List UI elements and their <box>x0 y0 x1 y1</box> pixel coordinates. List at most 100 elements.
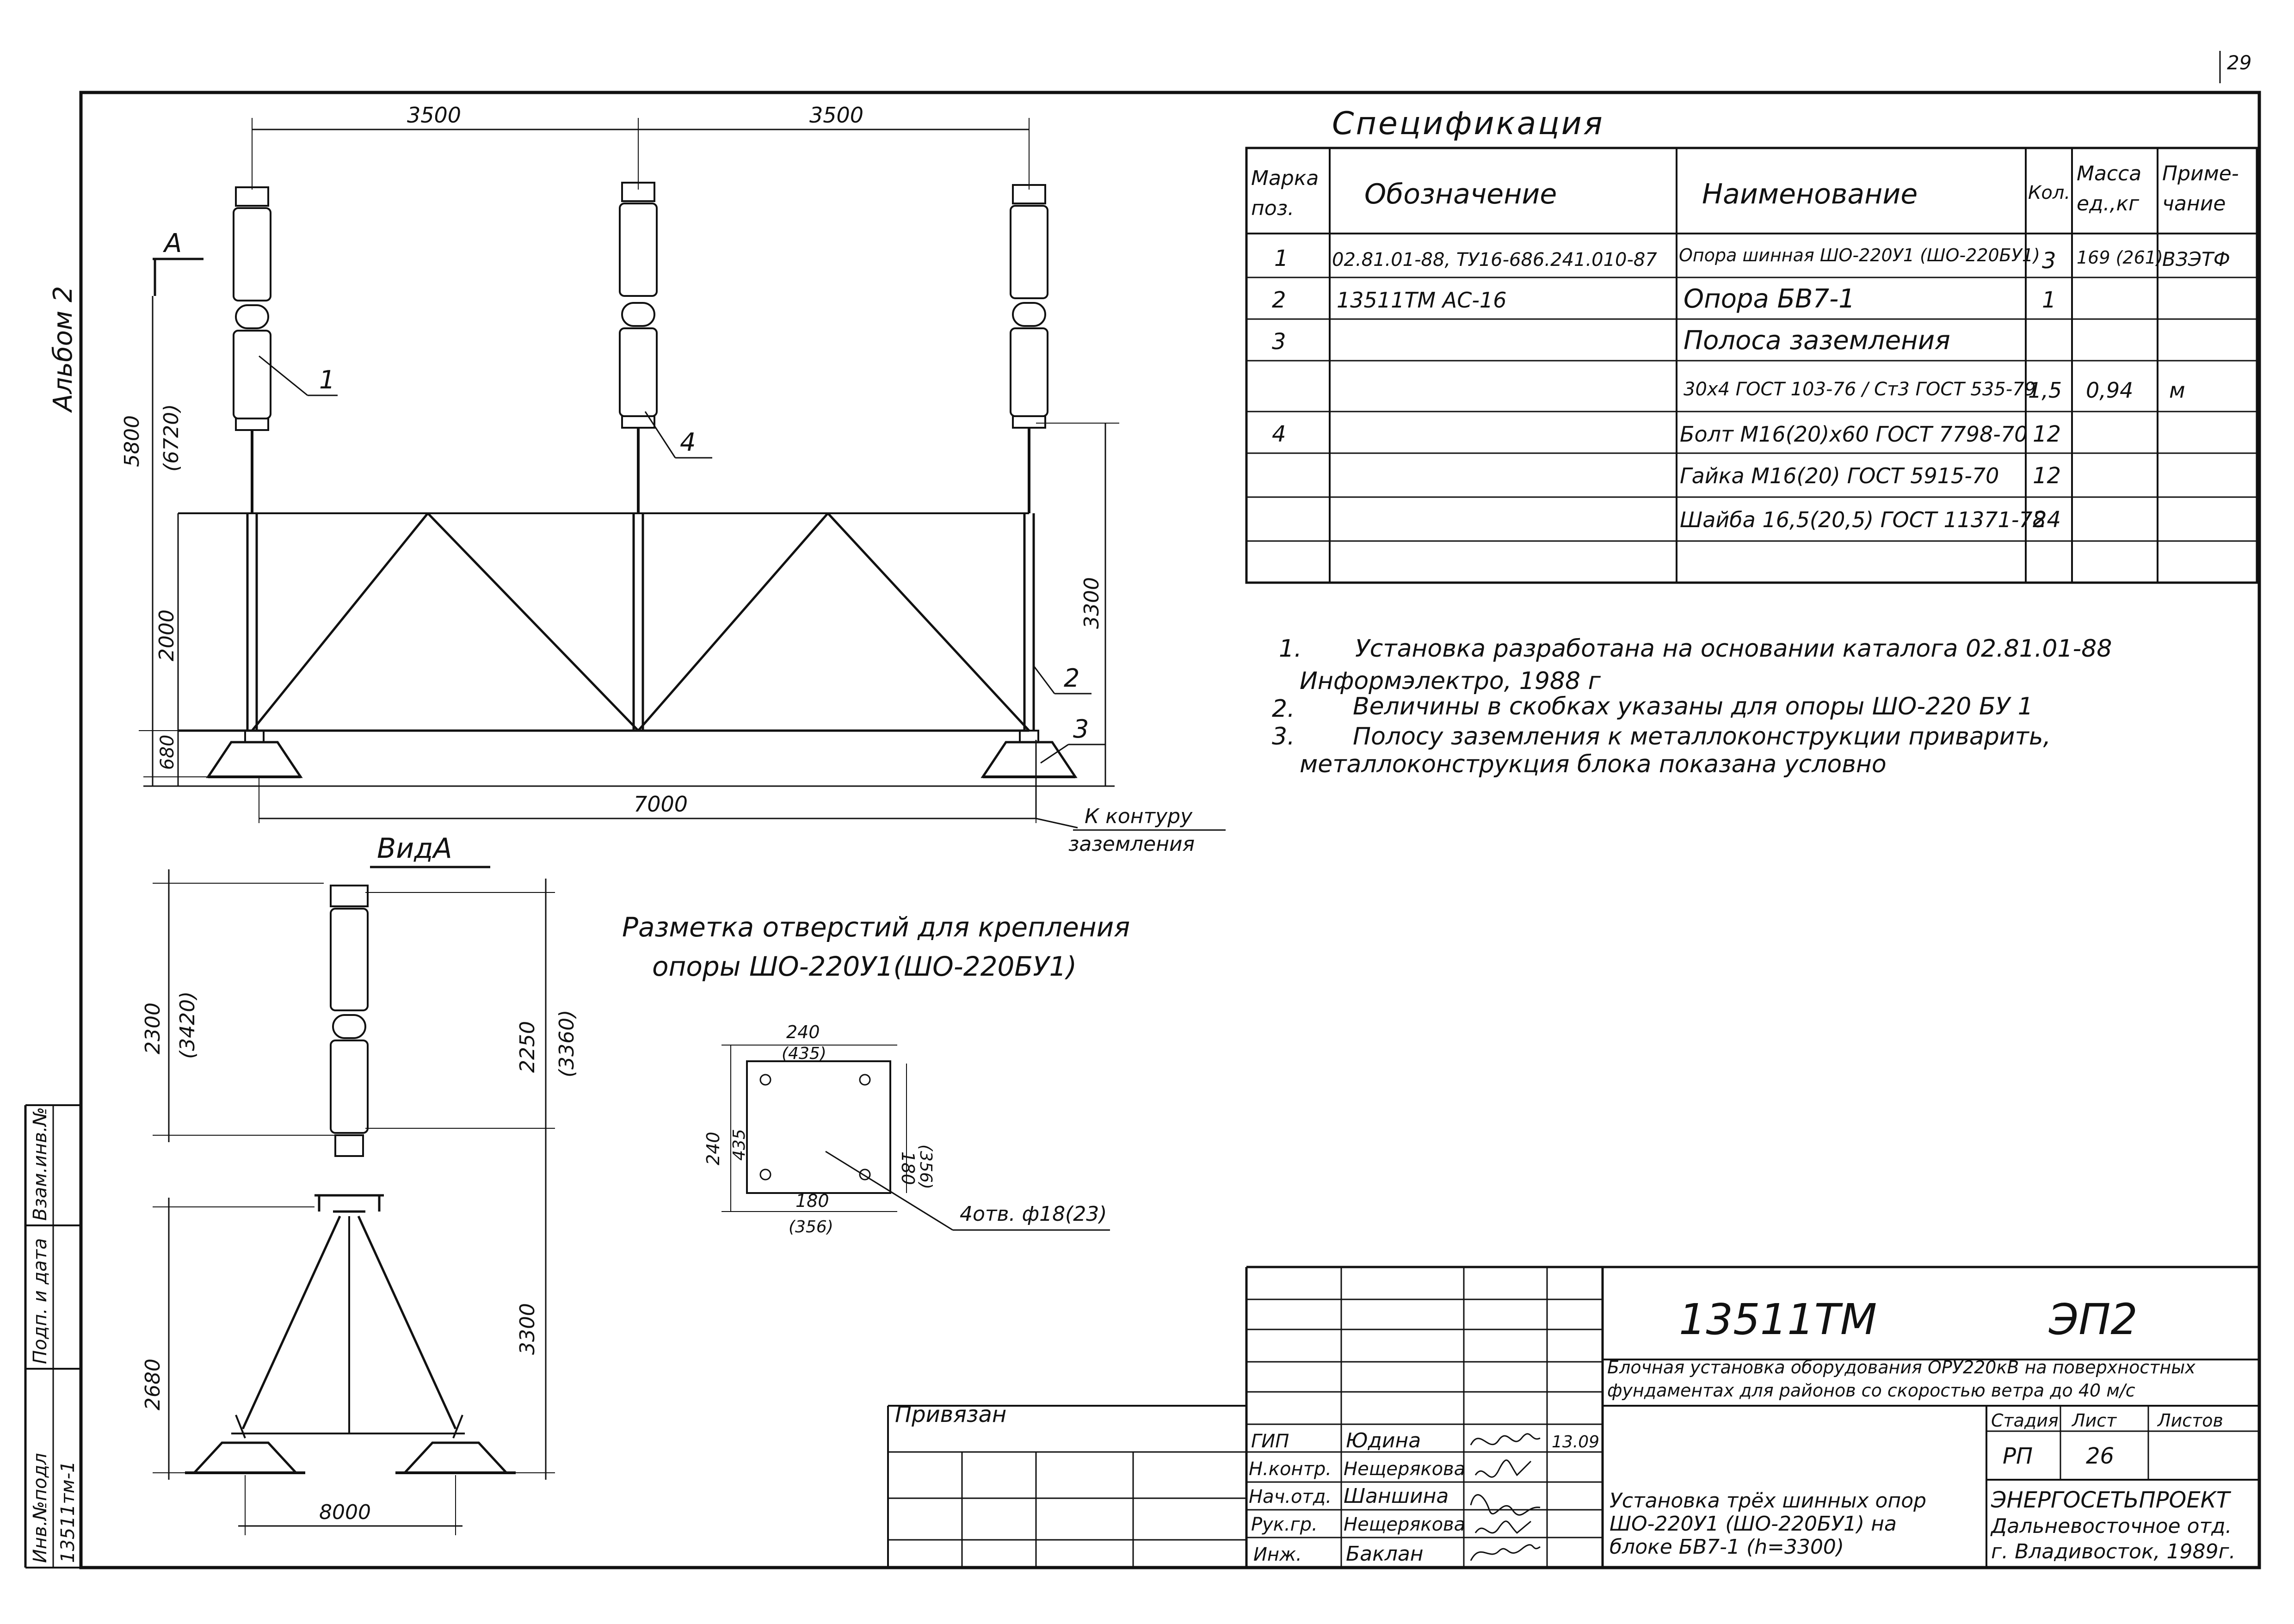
spec-title: Спецификация <box>1332 105 1604 142</box>
spec-header-mass-1: Масса <box>2077 162 2141 185</box>
spec-row7-qty: 24 <box>2033 507 2061 533</box>
view-a-drawing: ВидА <box>141 832 579 1535</box>
spec-row6-qty: 12 <box>2033 463 2061 489</box>
spec-header-pos-2: поз. <box>1251 197 1294 220</box>
stamp-podp-data: Подп. и дата <box>30 1238 51 1364</box>
staff-gip-name: Юдина <box>1346 1429 1421 1452</box>
sheets-label: Листов <box>2157 1410 2223 1431</box>
page-number: 29 <box>2227 51 2251 74</box>
note-3-num: 3. <box>1272 723 1295 750</box>
dim-3500-left: 3500 <box>407 103 461 128</box>
org-department: Дальневосточное отд. <box>1990 1514 2232 1538</box>
drawing-title-line1: Установка трёх шинных опор <box>1610 1489 1926 1513</box>
drawing-title-line2: ШО-220У1 (ШО-220БУ1) на <box>1610 1512 1897 1536</box>
holes-dim-bottom: 180 <box>796 1191 829 1211</box>
callout-2: 2 <box>1064 664 1079 693</box>
dim-3420: (3420) <box>176 991 199 1059</box>
staff-nachotd-role: Нач.отд. <box>1249 1486 1332 1507</box>
spec-row5-qty: 12 <box>2033 421 2061 447</box>
drawing-title-line3: блоке БВ7-1 (h=3300) <box>1610 1535 1844 1559</box>
stamp-vzam-inv: Взам.инв.№ <box>30 1107 51 1221</box>
stamp-inv-podl-value: 13511тм-1 <box>57 1461 79 1563</box>
dim-2000: 2000 <box>155 609 179 661</box>
dim-7000: 7000 <box>634 792 688 817</box>
note-1-num: 1. <box>1279 635 1302 663</box>
holes-dim-top: 240 <box>786 1022 820 1042</box>
truss-frame <box>178 512 1035 732</box>
spec-row6-name: Гайка М16(20) ГОСТ 5915-70 <box>1680 463 1999 488</box>
dim-3360: (3360) <box>555 1010 579 1077</box>
insulator-right <box>1010 184 1048 513</box>
spec-header-note-2: чание <box>2162 192 2226 215</box>
spec-row2-name: Опора БВ7-1 <box>1684 284 1855 314</box>
note-3-cont: металлоконструкция блока показана условн… <box>1300 750 1887 778</box>
callout-1: 1 <box>319 365 335 394</box>
foundation-right <box>980 730 1078 829</box>
spec-row1-qty: 3 <box>2042 248 2056 274</box>
spec-header-designation: Обозначение <box>1364 178 1557 210</box>
spec-row1-note: ВЗЭТФ <box>2162 248 2230 271</box>
insulator-middle <box>619 182 658 513</box>
staff-nkontr-name: Нещерякова <box>1344 1458 1465 1480</box>
front-view-drawing: 3500 3500 А <box>120 103 1226 856</box>
note-2-num: 2. <box>1272 695 1295 723</box>
view-marker-a: А <box>163 228 182 258</box>
stamp-inv-podl: Инв.№подл <box>30 1453 51 1563</box>
spec-row1-pos: 1 <box>1274 246 1289 271</box>
dim-3300-right: 3300 <box>1080 577 1104 629</box>
album-label: Альбом 2 <box>48 286 78 413</box>
staff-gip-date: 13.09 <box>1552 1433 1599 1452</box>
spec-header-mass-2: ед.,кг <box>2077 192 2140 215</box>
staff-nachotd-name: Шаншина <box>1344 1484 1449 1508</box>
project-title-line1: Блочная установка оборудования ОРУ220кВ … <box>1607 1357 2195 1378</box>
spec-header-pos-1: Марка <box>1251 166 1319 190</box>
staff-inzh-role: Инж. <box>1253 1544 1302 1565</box>
staff-gip-role: ГИП <box>1251 1431 1289 1452</box>
spec-header-qty: Кол. <box>2028 182 2070 203</box>
spec-row5-pos: 4 <box>1272 421 1286 447</box>
spec-row1-name: Опора шинная ШО-220У1 (ШО-220БУ1) <box>1679 245 2040 265</box>
holes-layout: Разметка отверстий для крепления опоры Ш… <box>622 911 1130 1236</box>
staff-nkontr-role: Н.контр. <box>1249 1458 1332 1480</box>
dim-3300-view-a: 3300 <box>516 1303 539 1355</box>
spec-row2-qty: 1 <box>2042 287 2056 313</box>
spec-row3-name: Полоса заземления <box>1684 326 1950 356</box>
spec-row4-mass: 0,94 <box>2086 378 2133 403</box>
dim-8000: 8000 <box>319 1501 371 1524</box>
holes-dim-left-alt: 435 <box>730 1129 749 1161</box>
note-1-cont: Информэлектро, 1988 г <box>1300 667 1601 695</box>
org-city-year: г. Владивосток, 1989г. <box>1991 1540 2236 1563</box>
spec-row4-name: 30х4 ГОСТ 103-76 / Ст3 ГОСТ 535-79 <box>1684 379 2036 400</box>
insulator-left <box>233 186 271 513</box>
sheet-border <box>79 91 2261 1569</box>
note-2-text: Величины в скобках указаны для опоры ШО-… <box>1353 693 2033 720</box>
dim-2250: 2250 <box>516 1021 539 1073</box>
sheet-code: ЭП2 <box>2048 1295 2138 1344</box>
notes-block: 1. Установка разработана на основании ка… <box>1272 635 2112 778</box>
spec-row4-qty: 1,5 <box>2028 378 2062 403</box>
stage-label: Стадия <box>1991 1410 2059 1431</box>
view-a-title: ВидА <box>377 832 452 865</box>
callout-3: 3 <box>1073 714 1089 744</box>
specification-table: Спецификация Марка поз. Обозначение Наим… <box>1245 105 2258 584</box>
holes-dim-bottom-alt: (356) <box>789 1218 833 1236</box>
project-title-line2: фундаментах для районов со скоростью вет… <box>1607 1380 2135 1401</box>
left-margin-stamps: Взам.инв.№ Подп. и дата Инв.№подл 13511т… <box>24 286 81 1569</box>
spec-header-note-1: Приме- <box>2162 162 2239 185</box>
sheet-value: 26 <box>2086 1443 2114 1469</box>
staff-rukgr-name: Нещерякова <box>1344 1514 1465 1535</box>
spec-row1-designation: 02.81.01-88, ТУ16-686.241.010-87 <box>1332 249 1657 271</box>
doc-code: 13511ТМ <box>1679 1295 1877 1344</box>
signatures <box>1470 1433 1541 1561</box>
spec-row3-pos: 3 <box>1272 329 1286 355</box>
note-3-text: Полосу заземления к металлоконструкции п… <box>1353 723 2051 750</box>
spec-row7-name: Шайба 16,5(20,5) ГОСТ 11371-78 <box>1680 507 2046 532</box>
dim-2300: 2300 <box>141 1003 165 1054</box>
stage-value: РП <box>2003 1443 2033 1469</box>
dim-5800: 5800 <box>120 415 144 467</box>
spec-header-name: Наименование <box>1702 178 1918 210</box>
dim-2680: 2680 <box>141 1359 165 1410</box>
foundation-left <box>206 730 303 778</box>
dim-6720: (6720) <box>160 404 183 472</box>
